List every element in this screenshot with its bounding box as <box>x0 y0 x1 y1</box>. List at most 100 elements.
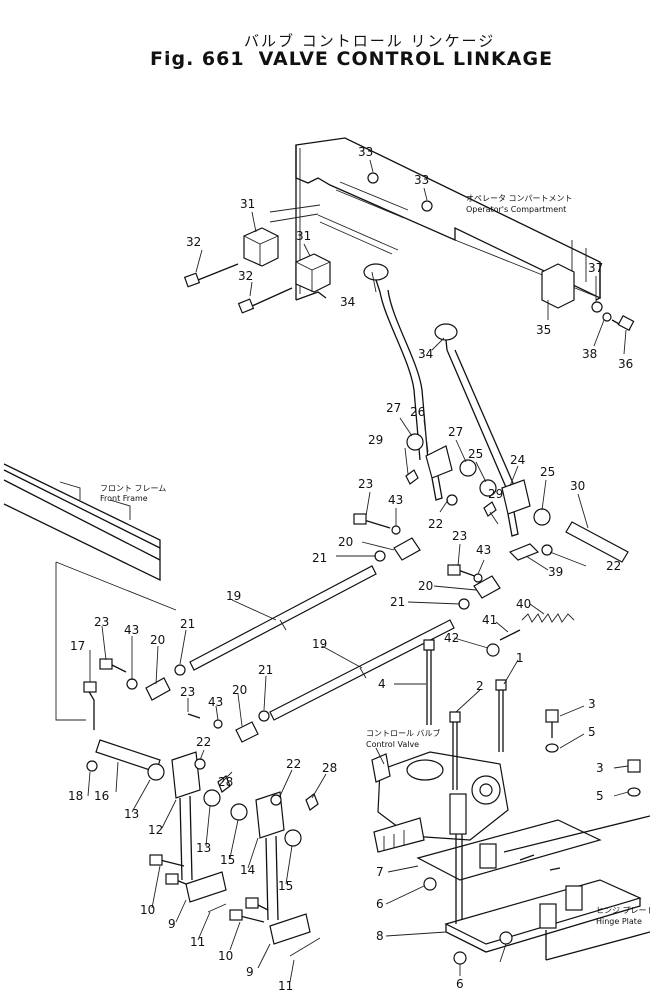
callout-19-a: 19 <box>226 589 241 603</box>
callout-7: 7 <box>376 865 384 879</box>
nut-6-upper <box>423 877 437 891</box>
label-control-valve-en: Control Valve <box>366 740 419 749</box>
knob-34-left <box>363 263 389 281</box>
callout-38: 38 <box>582 347 597 361</box>
callout-37: 37 <box>588 261 603 275</box>
nut-33-a <box>367 172 379 184</box>
boss-a <box>479 843 497 869</box>
callout-43-c: 43 <box>124 623 139 637</box>
callout-31-a: 31 <box>240 197 255 211</box>
callout-11-b: 11 <box>278 979 293 992</box>
nut-18 <box>86 760 98 772</box>
callout-28-b: 28 <box>322 761 337 775</box>
washer-43-upper <box>391 525 401 535</box>
callout-32-b: 32 <box>238 269 253 283</box>
bolt-10-b <box>239 915 265 923</box>
washer-37 <box>591 301 603 313</box>
bushing-13-a <box>147 763 165 781</box>
bolt-32-upper <box>197 263 239 281</box>
fitting-28-right <box>305 793 319 811</box>
bolt-23-left <box>109 663 127 673</box>
callout-13-b: 13 <box>196 841 211 855</box>
bolt-3-a <box>545 709 559 723</box>
bolt-41 <box>499 629 521 641</box>
label-front-frame-en: Front Frame <box>100 494 148 503</box>
callout-26: 26 <box>410 405 425 419</box>
figure-number: Fig. 661 <box>150 48 245 70</box>
callout-23-a: 23 <box>358 477 373 491</box>
callout-16: 16 <box>94 789 109 803</box>
callout-27-a: 27 <box>386 401 401 415</box>
plate-39 <box>508 543 540 561</box>
callout-22-c: 22 <box>196 735 211 749</box>
bushing-27-a <box>406 433 424 451</box>
callout-23-c: 23 <box>94 615 109 629</box>
nut-22-right <box>270 794 282 806</box>
control-lever-right <box>446 349 509 493</box>
callout-15-b: 15 <box>278 879 293 893</box>
lever-12 <box>171 751 201 799</box>
rod-19-lower <box>269 619 455 721</box>
nut-21-center <box>258 710 270 722</box>
callout-20-d: 20 <box>232 683 247 697</box>
callout-22-b: 22 <box>606 559 621 573</box>
bolt-23-upper <box>363 519 391 529</box>
plate-9-right <box>269 913 311 945</box>
rod-19-upper <box>189 565 377 671</box>
callout-23-b: 23 <box>452 529 467 543</box>
plate-9-left <box>185 871 227 903</box>
callout-31-b: 31 <box>296 229 311 243</box>
bolt-4 <box>423 639 435 651</box>
callout-25-a: 25 <box>468 447 483 461</box>
callout-40: 40 <box>516 597 531 611</box>
callout-42: 42 <box>444 631 459 645</box>
bushing-25-b <box>533 508 551 526</box>
callout-33-b: 33 <box>414 173 429 187</box>
fitting-29-a <box>405 469 419 485</box>
bracket-7 <box>416 819 602 881</box>
rod-end-20-center <box>235 721 259 743</box>
callout-34-a: 34 <box>340 295 355 309</box>
bushing-15-b <box>284 829 302 847</box>
washer-43-mid <box>473 573 483 583</box>
nut-42 <box>486 643 500 657</box>
bolt-32-lower <box>251 287 293 307</box>
rod-end-20-mid <box>473 575 501 599</box>
callout-numbers: 33 33 31 31 32 32 34 34 37 35 38 36 27 2… <box>68 145 633 992</box>
callout-4: 4 <box>378 677 386 691</box>
callout-6-b: 6 <box>456 977 464 991</box>
callout-25-b: 25 <box>540 465 555 479</box>
callout-13-a: 13 <box>124 807 139 821</box>
callout-5-a: 5 <box>588 725 596 739</box>
operator-compartment-panel <box>269 137 601 301</box>
callout-15-a: 15 <box>220 853 235 867</box>
callout-43-a: 43 <box>388 493 403 507</box>
rod-end-20-left <box>145 677 171 701</box>
bolt-2 <box>449 711 461 723</box>
nut-22-left <box>194 758 206 770</box>
boss-c <box>565 885 583 911</box>
callout-22-a: 22 <box>428 517 443 531</box>
spacer-column <box>449 793 467 835</box>
washer-5-a <box>545 743 559 753</box>
callout-17: 17 <box>70 639 85 653</box>
callout-10-a: 10 <box>140 903 155 917</box>
callout-8: 8 <box>376 929 384 943</box>
rod-end-20-upper <box>393 537 421 561</box>
front-frame <box>3 463 161 582</box>
bolt-10-a <box>159 859 185 867</box>
callout-21-a: 21 <box>312 551 327 565</box>
callout-3-b: 3 <box>596 761 604 775</box>
bracket-35 <box>541 263 575 309</box>
callout-21-d: 21 <box>258 663 273 677</box>
callout-20-a: 20 <box>338 535 353 549</box>
callout-28-a: 28 <box>218 775 233 789</box>
callout-1: 1 <box>516 651 524 665</box>
callout-35: 35 <box>536 323 551 337</box>
bushing-25-a <box>479 479 497 497</box>
figure-title-japanese: バルブ コントロール リンケージ <box>244 32 496 50</box>
callout-20-c: 20 <box>150 633 165 647</box>
control-lever-left <box>379 291 421 461</box>
spring-40 <box>521 613 575 623</box>
